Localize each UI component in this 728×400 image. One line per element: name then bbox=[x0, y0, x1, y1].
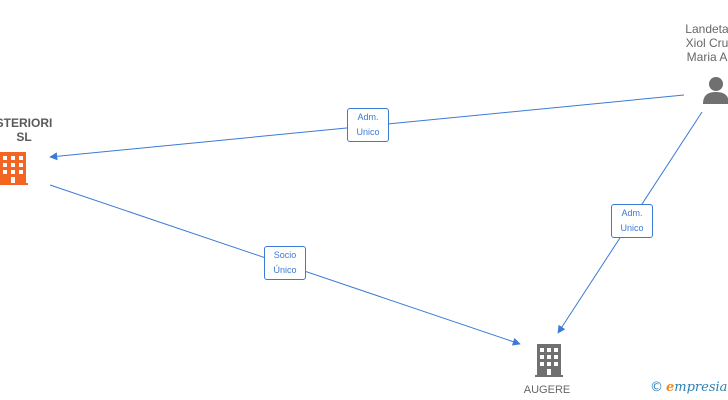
edge-label-line1: Adm. bbox=[357, 112, 379, 122]
person-right-name[interactable]: Landeta Xiol Cru Maria A bbox=[672, 22, 728, 64]
person-right-name-line1: Landeta bbox=[685, 22, 728, 36]
edge-label-line1: Socio bbox=[273, 250, 297, 260]
copyright-icon: © bbox=[650, 380, 663, 395]
brand-rest: mpresia bbox=[674, 380, 728, 395]
company-left-name-line1: STERIORI bbox=[0, 116, 53, 130]
edge-label-line1: Adm. bbox=[621, 208, 643, 218]
edge-label-line2: Único bbox=[273, 265, 297, 275]
edge-label-adm-unico-top[interactable]: Adm. Unico bbox=[347, 108, 389, 142]
building-icon[interactable] bbox=[533, 342, 565, 378]
company-left-name[interactable]: STERIORI SL bbox=[0, 116, 54, 144]
brand-logo: ©empresia bbox=[650, 380, 727, 395]
company-bottom-name-line1: AUGERE bbox=[523, 384, 571, 396]
person-right-name-line2: Xiol Cru bbox=[685, 36, 728, 50]
edge-label-line2: Unico bbox=[356, 127, 380, 137]
person-right-name-line3: Maria A bbox=[686, 50, 728, 64]
building-icon[interactable] bbox=[0, 150, 28, 186]
edge-label-line2: Unico bbox=[620, 223, 644, 233]
brand-e: e bbox=[666, 380, 675, 395]
person-icon[interactable] bbox=[702, 76, 728, 106]
company-bottom-name[interactable]: AUGERE bbox=[517, 383, 577, 397]
company-left-name-line2: SL bbox=[16, 130, 32, 144]
edge-label-socio-unico[interactable]: Socio Único bbox=[264, 246, 306, 280]
edge-label-adm-unico-right[interactable]: Adm. Unico bbox=[611, 204, 653, 238]
